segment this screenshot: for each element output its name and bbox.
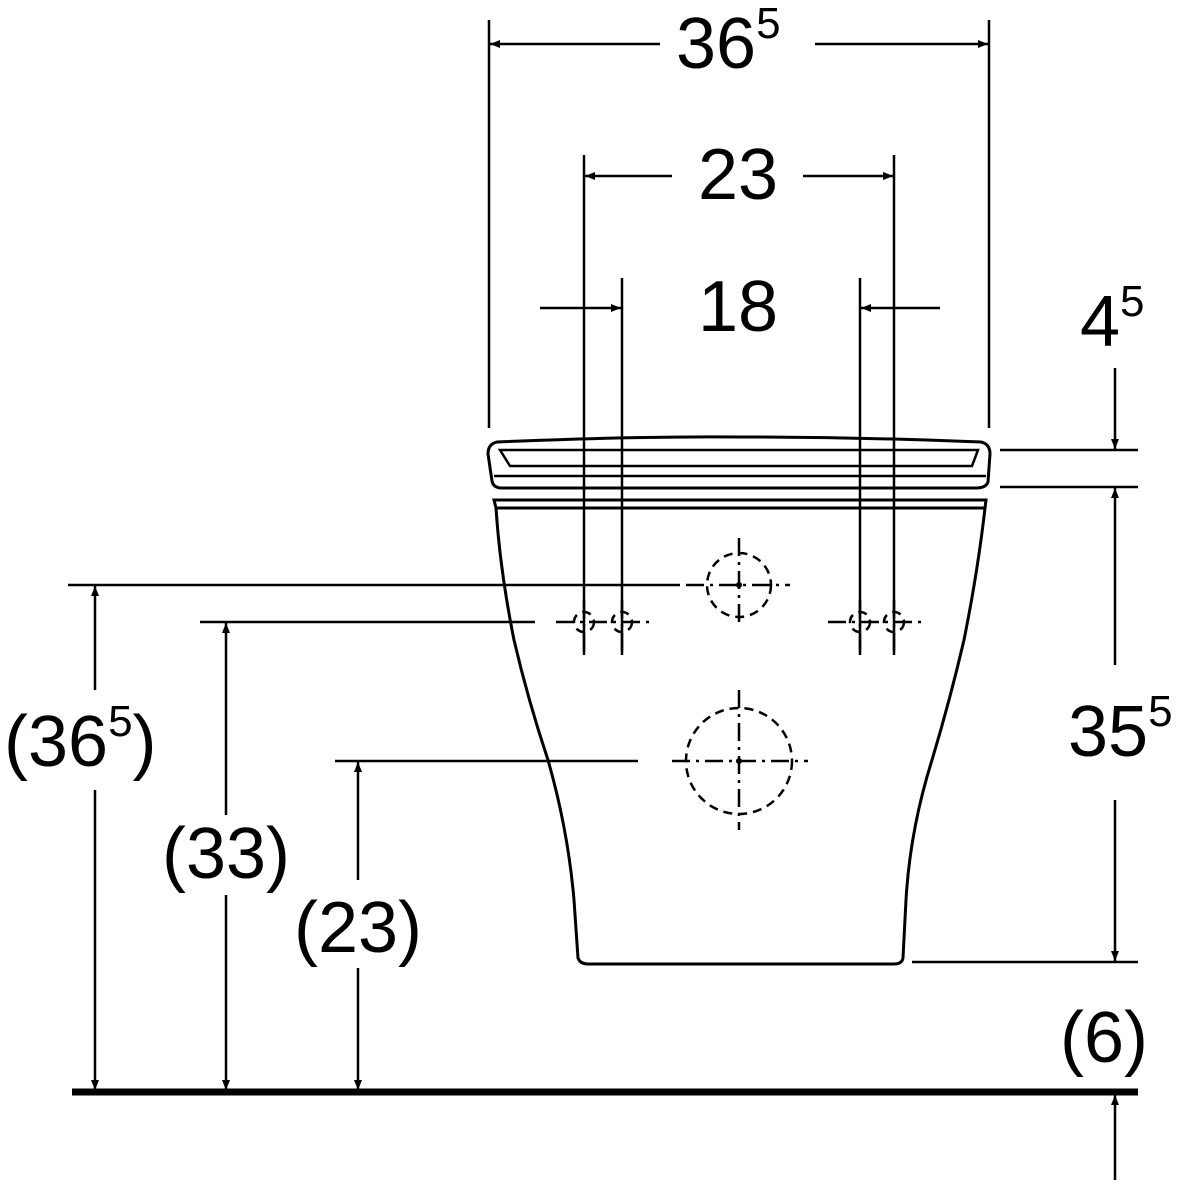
right-fixing-bolt-marker	[828, 600, 924, 656]
bowl-body	[494, 507, 987, 966]
extension-lines-top	[487, 20, 991, 655]
left-fixing-bolt-marker	[556, 600, 652, 656]
label-height-fixing-bolts: (33)	[162, 814, 290, 894]
label-fixing-spacing: 23	[698, 135, 778, 215]
seat-ring	[492, 498, 988, 510]
upper-outlet-marker	[686, 538, 790, 622]
seat-lid	[486, 435, 992, 490]
label-height-upper-outlet: (365)	[4, 697, 157, 782]
extension-lines-horizontal	[68, 448, 1138, 964]
lower-outlet-marker	[672, 690, 808, 830]
label-overall-width: 365	[676, 0, 781, 84]
seat-lid-inner	[497, 448, 980, 468]
label-seat-thickness: 45	[1080, 277, 1145, 362]
dimension-lines	[91, 40, 1119, 1180]
label-floor-offset: (6)	[1060, 998, 1148, 1078]
toilet-outline	[486, 435, 992, 966]
label-bowl-height: 355	[1068, 687, 1173, 772]
label-height-lower-outlet: (23)	[294, 888, 422, 968]
label-inner-spacing: 18	[698, 267, 778, 347]
